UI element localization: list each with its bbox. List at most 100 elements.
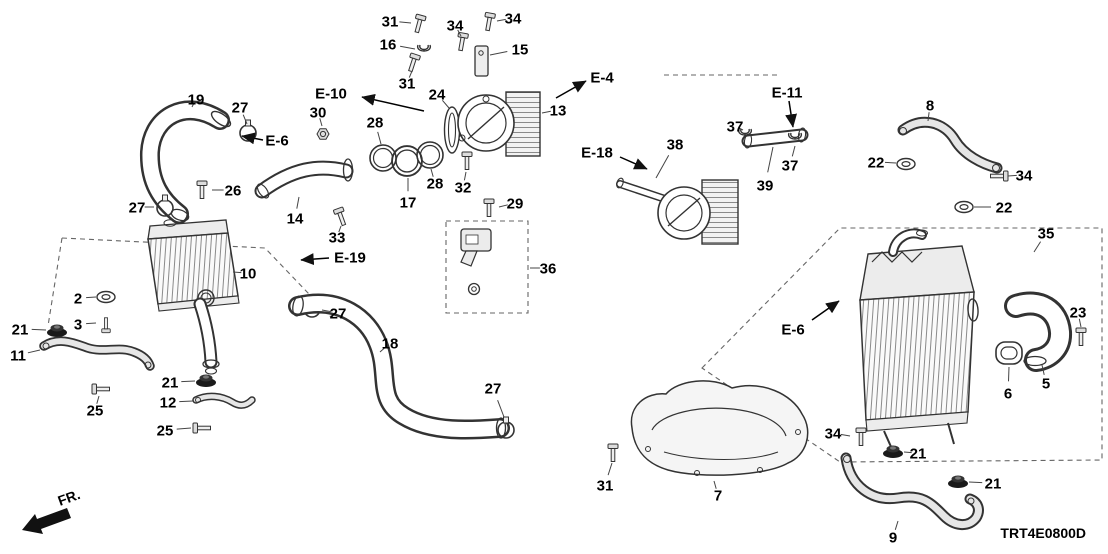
grommet-21-icon bbox=[883, 445, 903, 458]
part-callout-33: 33 bbox=[329, 230, 346, 247]
air-hose-39 bbox=[744, 127, 807, 149]
grommet-2-icon bbox=[96, 290, 116, 304]
part-callout-27: 27 bbox=[232, 100, 249, 117]
right-boundary-dash bbox=[701, 227, 1103, 463]
part-callout-34: 34 bbox=[505, 11, 522, 28]
bolt-34-icon bbox=[455, 31, 469, 52]
part-callout-2: 2 bbox=[74, 291, 82, 308]
part-callout-35: 35 bbox=[1038, 226, 1055, 243]
leader-line bbox=[86, 296, 97, 299]
part-callout-27: 27 bbox=[129, 200, 146, 217]
part-callout-24: 24 bbox=[429, 87, 446, 104]
leader-line bbox=[496, 18, 506, 22]
bolt-31-icon bbox=[405, 52, 422, 74]
leader-line bbox=[767, 146, 774, 173]
part-callout-9: 9 bbox=[889, 530, 897, 547]
part-callout-17: 17 bbox=[400, 195, 417, 212]
air-duct-5 bbox=[1016, 304, 1060, 366]
leader-line bbox=[607, 462, 613, 476]
grommet-22-icon bbox=[954, 200, 974, 214]
part-callout-7: 7 bbox=[714, 488, 722, 505]
leader-line bbox=[321, 309, 331, 313]
part-callout-31: 31 bbox=[399, 76, 416, 93]
part-callout-38: 38 bbox=[667, 137, 684, 154]
part-callout-30: 30 bbox=[310, 105, 327, 122]
ref-arrow bbox=[555, 80, 587, 99]
leader-line bbox=[457, 29, 462, 37]
ref-arrow bbox=[241, 132, 264, 145]
part-callout-21: 21 bbox=[12, 322, 29, 339]
leader-line bbox=[1007, 174, 1017, 177]
leader-line bbox=[191, 102, 195, 108]
ref-label-E-18: E-18 bbox=[581, 145, 613, 162]
grommet-22-icon bbox=[896, 157, 916, 171]
leader-line bbox=[738, 127, 744, 131]
leader-line bbox=[1008, 366, 1010, 382]
ref-label-E-19: E-19 bbox=[334, 250, 366, 267]
ref-label-E-6: E-6 bbox=[781, 322, 804, 339]
part-callout-21: 21 bbox=[910, 446, 927, 463]
bolt-25-icon bbox=[192, 422, 211, 434]
leader-line bbox=[296, 196, 300, 209]
part-callout-32: 32 bbox=[455, 180, 472, 197]
part-callout-31: 31 bbox=[382, 14, 399, 31]
leader-line bbox=[442, 99, 450, 109]
air-hose-19 bbox=[150, 109, 232, 223]
part-callout-5: 5 bbox=[1042, 376, 1050, 393]
leader-line bbox=[463, 171, 467, 181]
air-hose-14 bbox=[255, 158, 352, 199]
leader-line bbox=[176, 427, 192, 430]
bracket-9 bbox=[844, 456, 979, 525]
part-callout-36: 36 bbox=[540, 261, 557, 278]
leader-line bbox=[379, 346, 386, 353]
bolt-32-icon bbox=[461, 151, 473, 170]
leader-line bbox=[400, 45, 416, 50]
front-direction-arrow: FR. bbox=[22, 486, 82, 534]
ref-label-E-10: E-10 bbox=[315, 86, 347, 103]
part-callout-3: 3 bbox=[74, 317, 82, 334]
part-callout-29: 29 bbox=[507, 196, 524, 213]
leader-layer bbox=[27, 18, 1082, 530]
bolt-26-icon bbox=[196, 180, 208, 199]
part-callout-26: 26 bbox=[225, 183, 242, 200]
part-callout-28: 28 bbox=[367, 115, 384, 132]
intercooler-left-10 bbox=[147, 219, 240, 312]
leader-line bbox=[181, 380, 196, 383]
leader-line bbox=[1033, 241, 1042, 253]
bracket-8 bbox=[900, 122, 1000, 171]
part-callout-21: 21 bbox=[985, 476, 1002, 493]
air-pipe-38 bbox=[615, 177, 668, 200]
leader-line bbox=[377, 131, 382, 145]
leader-line bbox=[1041, 364, 1045, 376]
leader-line bbox=[791, 145, 796, 157]
ref-arrow bbox=[300, 253, 330, 266]
leader-line bbox=[489, 51, 508, 56]
hose-19-mouth bbox=[210, 110, 232, 128]
bolt-34-icon bbox=[855, 427, 867, 446]
ref-label-E-11: E-11 bbox=[772, 85, 803, 102]
bracket-11 bbox=[43, 341, 151, 368]
part-callout-6: 6 bbox=[1004, 386, 1012, 403]
leader-line bbox=[338, 225, 342, 233]
part-callout-25: 25 bbox=[87, 403, 104, 420]
part-callout-16: 16 bbox=[380, 37, 397, 54]
bolt-25-icon bbox=[91, 383, 110, 395]
gasket-24 bbox=[443, 106, 461, 154]
part-callout-37: 37 bbox=[782, 158, 799, 175]
bolt-34-icon bbox=[482, 11, 496, 32]
part-callout-25: 25 bbox=[157, 423, 174, 440]
throttle-body-38 bbox=[657, 179, 739, 245]
ref-label-E-6: E-6 bbox=[265, 133, 288, 150]
intercooler-right-35 bbox=[859, 230, 979, 450]
left-boundary-dash-2 bbox=[47, 237, 63, 327]
ref-arrow bbox=[785, 100, 797, 128]
bracket-15 bbox=[474, 45, 489, 77]
mount-3-icon bbox=[101, 317, 111, 334]
fr-arrow-icon bbox=[22, 508, 71, 534]
ref-arrow bbox=[811, 300, 840, 321]
grommet-21-icon bbox=[47, 324, 67, 337]
part-callout-8: 8 bbox=[926, 98, 934, 115]
air-cover-7 bbox=[630, 380, 809, 476]
